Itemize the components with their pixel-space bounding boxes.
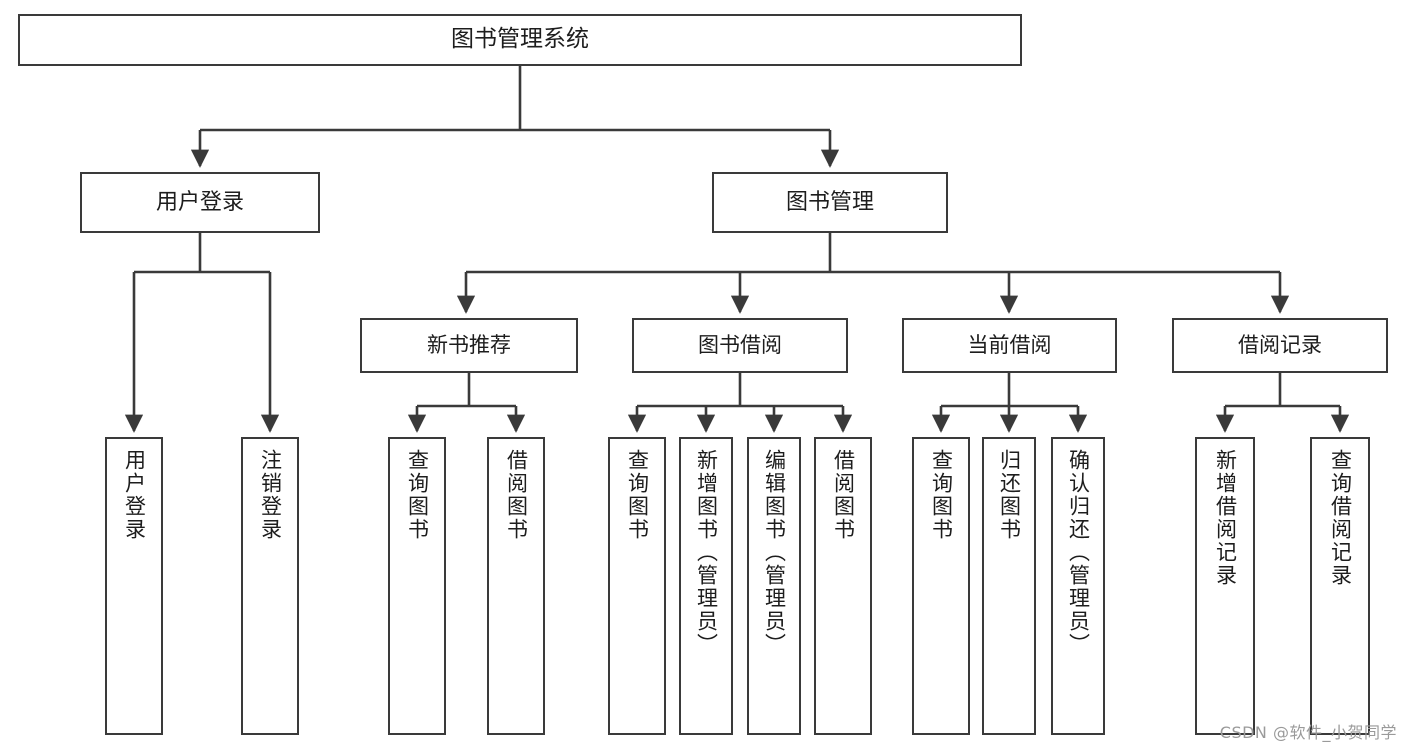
leaf-label: 查询图书 xyxy=(405,449,430,541)
node-new-book-recommend[interactable]: 新书推荐 xyxy=(360,318,578,373)
leaf-logout-login[interactable]: 注销登录 xyxy=(241,437,299,735)
node-borrow-record[interactable]: 借阅记录 xyxy=(1172,318,1388,373)
node-user-login[interactable]: 用户登录 xyxy=(80,172,320,233)
leaf-user-login[interactable]: 用户登录 xyxy=(105,437,163,735)
leaf-query-record[interactable]: 查询借阅记录 xyxy=(1310,437,1370,735)
leaf-label: 查询图书 xyxy=(929,449,954,541)
leaf-query-book-3[interactable]: 查询图书 xyxy=(912,437,970,735)
leaf-add-book[interactable]: 新增图书（管理员） xyxy=(679,437,733,735)
leaf-label: 查询图书 xyxy=(625,449,650,541)
leaf-label: 编辑图书（管理员） xyxy=(762,449,787,656)
node-root[interactable]: 图书管理系统 xyxy=(18,14,1022,66)
watermark: CSDN @软件_小贺同学 xyxy=(1219,723,1397,742)
leaf-return-book[interactable]: 归还图书 xyxy=(982,437,1036,735)
node-current-borrow[interactable]: 当前借阅 xyxy=(902,318,1117,373)
leaf-label: 借阅图书 xyxy=(831,449,856,541)
leaf-label: 注销登录 xyxy=(258,449,283,541)
leaf-query-book-1[interactable]: 查询图书 xyxy=(388,437,446,735)
leaf-label: 借阅图书 xyxy=(504,449,529,541)
leaf-confirm-return[interactable]: 确认归还（管理员） xyxy=(1051,437,1105,735)
leaf-add-record[interactable]: 新增借阅记录 xyxy=(1195,437,1255,735)
node-book-management[interactable]: 图书管理 xyxy=(712,172,948,233)
leaf-label: 新增图书（管理员） xyxy=(694,449,719,656)
leaf-edit-book[interactable]: 编辑图书（管理员） xyxy=(747,437,801,735)
leaf-label: 新增借阅记录 xyxy=(1213,449,1238,587)
leaf-label: 用户登录 xyxy=(122,449,147,541)
leaf-query-book-2[interactable]: 查询图书 xyxy=(608,437,666,735)
leaf-borrow-book-2[interactable]: 借阅图书 xyxy=(814,437,872,735)
leaf-label: 归还图书 xyxy=(997,449,1022,541)
node-book-borrow[interactable]: 图书借阅 xyxy=(632,318,848,373)
leaf-borrow-book-1[interactable]: 借阅图书 xyxy=(487,437,545,735)
leaf-label: 确认归还（管理员） xyxy=(1066,449,1091,656)
leaf-label: 查询借阅记录 xyxy=(1328,449,1353,587)
